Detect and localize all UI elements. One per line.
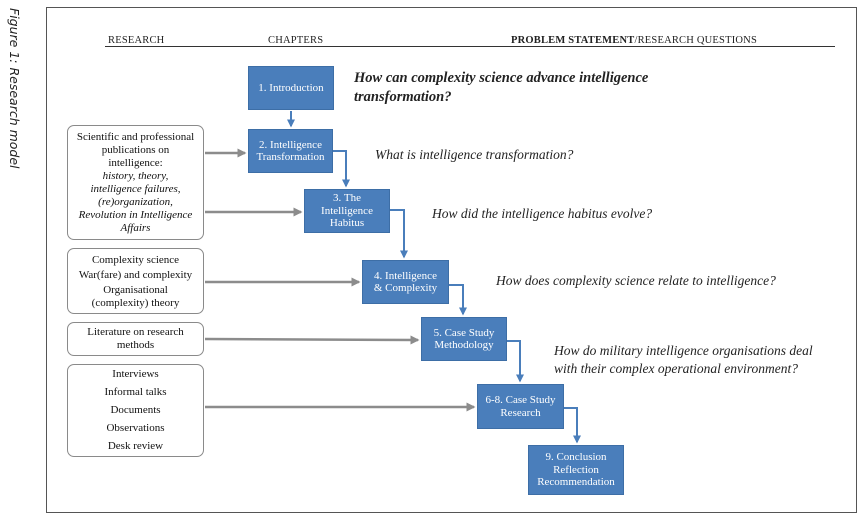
chapter-1-introduction: 1. Introduction (248, 66, 334, 110)
source-line: Revolution in Intelligence (78, 208, 193, 221)
figure-caption: Figure 1: Research model (7, 8, 22, 169)
source-line: Complexity science (91, 253, 180, 266)
chapter-label: 5. Case Study (433, 326, 495, 339)
source-line: Informal talks (104, 386, 167, 398)
question-line: with their complex operational environme… (554, 361, 798, 376)
chapter-label: 6-8. Case Study (485, 394, 556, 406)
question-line: How can complexity science advance intel… (354, 70, 649, 86)
connector-4-5 (449, 284, 467, 316)
source-data-collection-box: Interviews Informal talks Documents Obse… (67, 364, 204, 457)
header-rule (105, 46, 835, 47)
source-line: (re)organization, (98, 195, 173, 208)
source-line: methods (116, 339, 155, 351)
chapter-label: & Complexity (373, 282, 438, 294)
chapter-label: Research (500, 406, 541, 419)
chapter-label: Habitus (329, 217, 365, 230)
source-publications-box: Scientific and professional publications… (67, 125, 204, 240)
chapter-label: Reflection (553, 463, 599, 476)
chapter-label: 9. Conclusion (545, 451, 607, 464)
chapter-label: 2. Intelligence (259, 138, 322, 151)
source-line: Scientific and professional (76, 130, 195, 143)
source-complexity-box: Complexity science War(fare) and complex… (67, 248, 204, 314)
question-chapter-3: How did the intelligence habitus evolve? (432, 205, 652, 223)
chapter-5-case-study-methodology: 5. Case Study Methodology (421, 317, 507, 361)
source-line: (complexity) theory (91, 296, 180, 309)
question-line: How did the intelligence habitus evolve? (432, 206, 653, 221)
question-line: How does complexity science relate to in… (496, 273, 776, 288)
source-line: publications on (101, 143, 170, 156)
connector-2-3 (333, 150, 350, 188)
source-line: history, theory, (102, 169, 169, 182)
chapter-6-8-case-study-research: 6-8. Case Study Research (477, 384, 564, 429)
chapter-2-intelligence-transformation: 2. Intelligence Transformation (248, 129, 333, 173)
question-chapter-5-8: How do military intelligence organisatio… (554, 342, 813, 378)
chapter-label: 1. Introduction (258, 81, 324, 94)
chapter-9-conclusion: 9. Conclusion Reflection Recommendation (528, 445, 624, 495)
chapter-label: 4. Intelligence (374, 269, 437, 282)
source-line: intelligence failures, (90, 182, 181, 195)
chapter-label: Recommendation (537, 476, 615, 489)
chapter-label: Methodology (434, 339, 494, 351)
diagram-frame (46, 7, 857, 513)
source-line: intelligence: (108, 156, 163, 169)
header-questions: PROBLEM STATEMENT/RESEARCH QUESTIONS (511, 35, 757, 46)
chapter-label: 3. The (333, 192, 361, 205)
chapter-label: Intelligence (321, 204, 373, 217)
source-arrow-4 (204, 335, 420, 345)
source-line: Desk review (107, 440, 164, 452)
question-chapter-4: How does complexity science relate to in… (496, 272, 776, 290)
source-line: War(fare) and complexity (78, 268, 193, 281)
question-chapter-2: What is intelligence transformation? (375, 146, 573, 164)
header-problem-statement: PROBLEM STATEMENT (511, 35, 635, 46)
source-line: Observations (106, 422, 165, 434)
chapter-3-intelligence-habitus: 3. The Intelligence Habitus (304, 189, 390, 233)
source-line: Documents (110, 404, 161, 416)
chapter-label: Transformation (256, 151, 325, 163)
source-line: Interviews (112, 368, 159, 380)
question-line: What is intelligence transformation? (375, 147, 574, 162)
source-methods-box: Literature on research methods (67, 322, 204, 356)
connector-5-6 (507, 340, 524, 383)
source-line: Affairs (120, 221, 151, 234)
header-research-questions: /RESEARCH QUESTIONS (634, 35, 758, 46)
chapter-4-intelligence-complexity: 4. Intelligence & Complexity (362, 260, 449, 304)
question-line: How do military intelligence organisatio… (554, 343, 813, 358)
connector-3-4 (390, 209, 408, 259)
source-line: Literature on research (87, 326, 184, 338)
question-line: transformation? (354, 89, 452, 105)
connector-6-9 (564, 407, 581, 444)
header-research: RESEARCH (108, 35, 165, 46)
source-line: Organisational (103, 283, 168, 296)
question-problem-statement: How can complexity science advance intel… (354, 69, 648, 107)
header-chapters: CHAPTERS (268, 35, 324, 46)
